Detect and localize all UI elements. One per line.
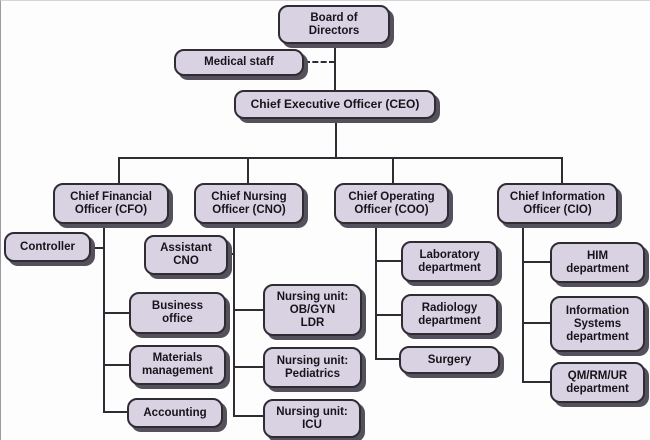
connector-cfo-controller bbox=[91, 247, 105, 249]
node-cno: Chief Nursing Officer (CNO) bbox=[194, 183, 304, 224]
connector-board-to-ceo bbox=[334, 44, 336, 90]
node-qm-rm-ur-department: QM/RM/UR department bbox=[550, 362, 645, 403]
connector-cio-spine bbox=[522, 224, 524, 383]
node-laboratory-department: Laboratory department bbox=[401, 241, 498, 282]
node-coo: Chief Operating Officer (COO) bbox=[334, 183, 449, 224]
node-cio: Chief Information Officer (CIO) bbox=[497, 183, 618, 224]
connector-coo-laboratory bbox=[375, 260, 401, 262]
node-accounting: Accounting bbox=[127, 398, 223, 428]
connector-cno-spine bbox=[233, 224, 235, 417]
connector-cno-pediatrics bbox=[233, 366, 263, 368]
node-materials-management: Materials management bbox=[129, 345, 226, 385]
node-surgery: Surgery bbox=[399, 346, 500, 374]
connector-cno-obgyn bbox=[233, 309, 263, 311]
connector-cio-qmrmur bbox=[522, 381, 550, 383]
connector-medical-staff-dashed bbox=[304, 61, 335, 63]
node-cfo: Chief Financial Officer (CFO) bbox=[53, 183, 169, 224]
connector-bus-to-cio bbox=[561, 157, 563, 183]
connector-ceo-to-bus bbox=[335, 119, 337, 159]
connector-cfo-business-office bbox=[103, 312, 129, 314]
node-board-of-directors: Board of Directors bbox=[278, 5, 390, 44]
connector-bus-to-cno bbox=[247, 157, 249, 183]
node-him-department: HIM department bbox=[550, 242, 645, 283]
connector-cfo-materials bbox=[103, 364, 129, 366]
node-ceo: Chief Executive Officer (CEO) bbox=[234, 90, 436, 119]
node-business-office: Business office bbox=[129, 292, 226, 334]
connector-cio-him bbox=[522, 261, 550, 263]
node-radiology-department: Radiology department bbox=[401, 294, 498, 335]
node-nursing-unit-icu: Nursing unit: ICU bbox=[263, 399, 361, 438]
node-nursing-unit-pediatrics: Nursing unit: Pediatrics bbox=[263, 347, 362, 388]
connector-bus-to-coo bbox=[392, 157, 394, 183]
node-information-systems-department: Information Systems department bbox=[550, 296, 645, 352]
node-assistant-cno: Assistant CNO bbox=[144, 235, 228, 275]
connector-coo-surgery bbox=[375, 358, 399, 360]
connector-bus-to-cfo bbox=[118, 157, 120, 183]
connector-coo-radiology bbox=[375, 314, 401, 316]
node-medical-staff: Medical staff bbox=[174, 49, 304, 76]
node-controller: Controller bbox=[4, 232, 91, 262]
connector-executive-bus bbox=[118, 157, 563, 159]
connector-cio-infosys bbox=[522, 322, 550, 324]
connector-cno-assistant bbox=[228, 253, 235, 255]
connector-coo-spine bbox=[375, 224, 377, 360]
connector-cfo-spine bbox=[103, 224, 105, 413]
node-nursing-unit-obgyn-ldr: Nursing unit: OB/GYN LDR bbox=[263, 284, 362, 336]
connector-cno-icu bbox=[233, 415, 263, 417]
connector-cfo-accounting bbox=[103, 411, 127, 413]
